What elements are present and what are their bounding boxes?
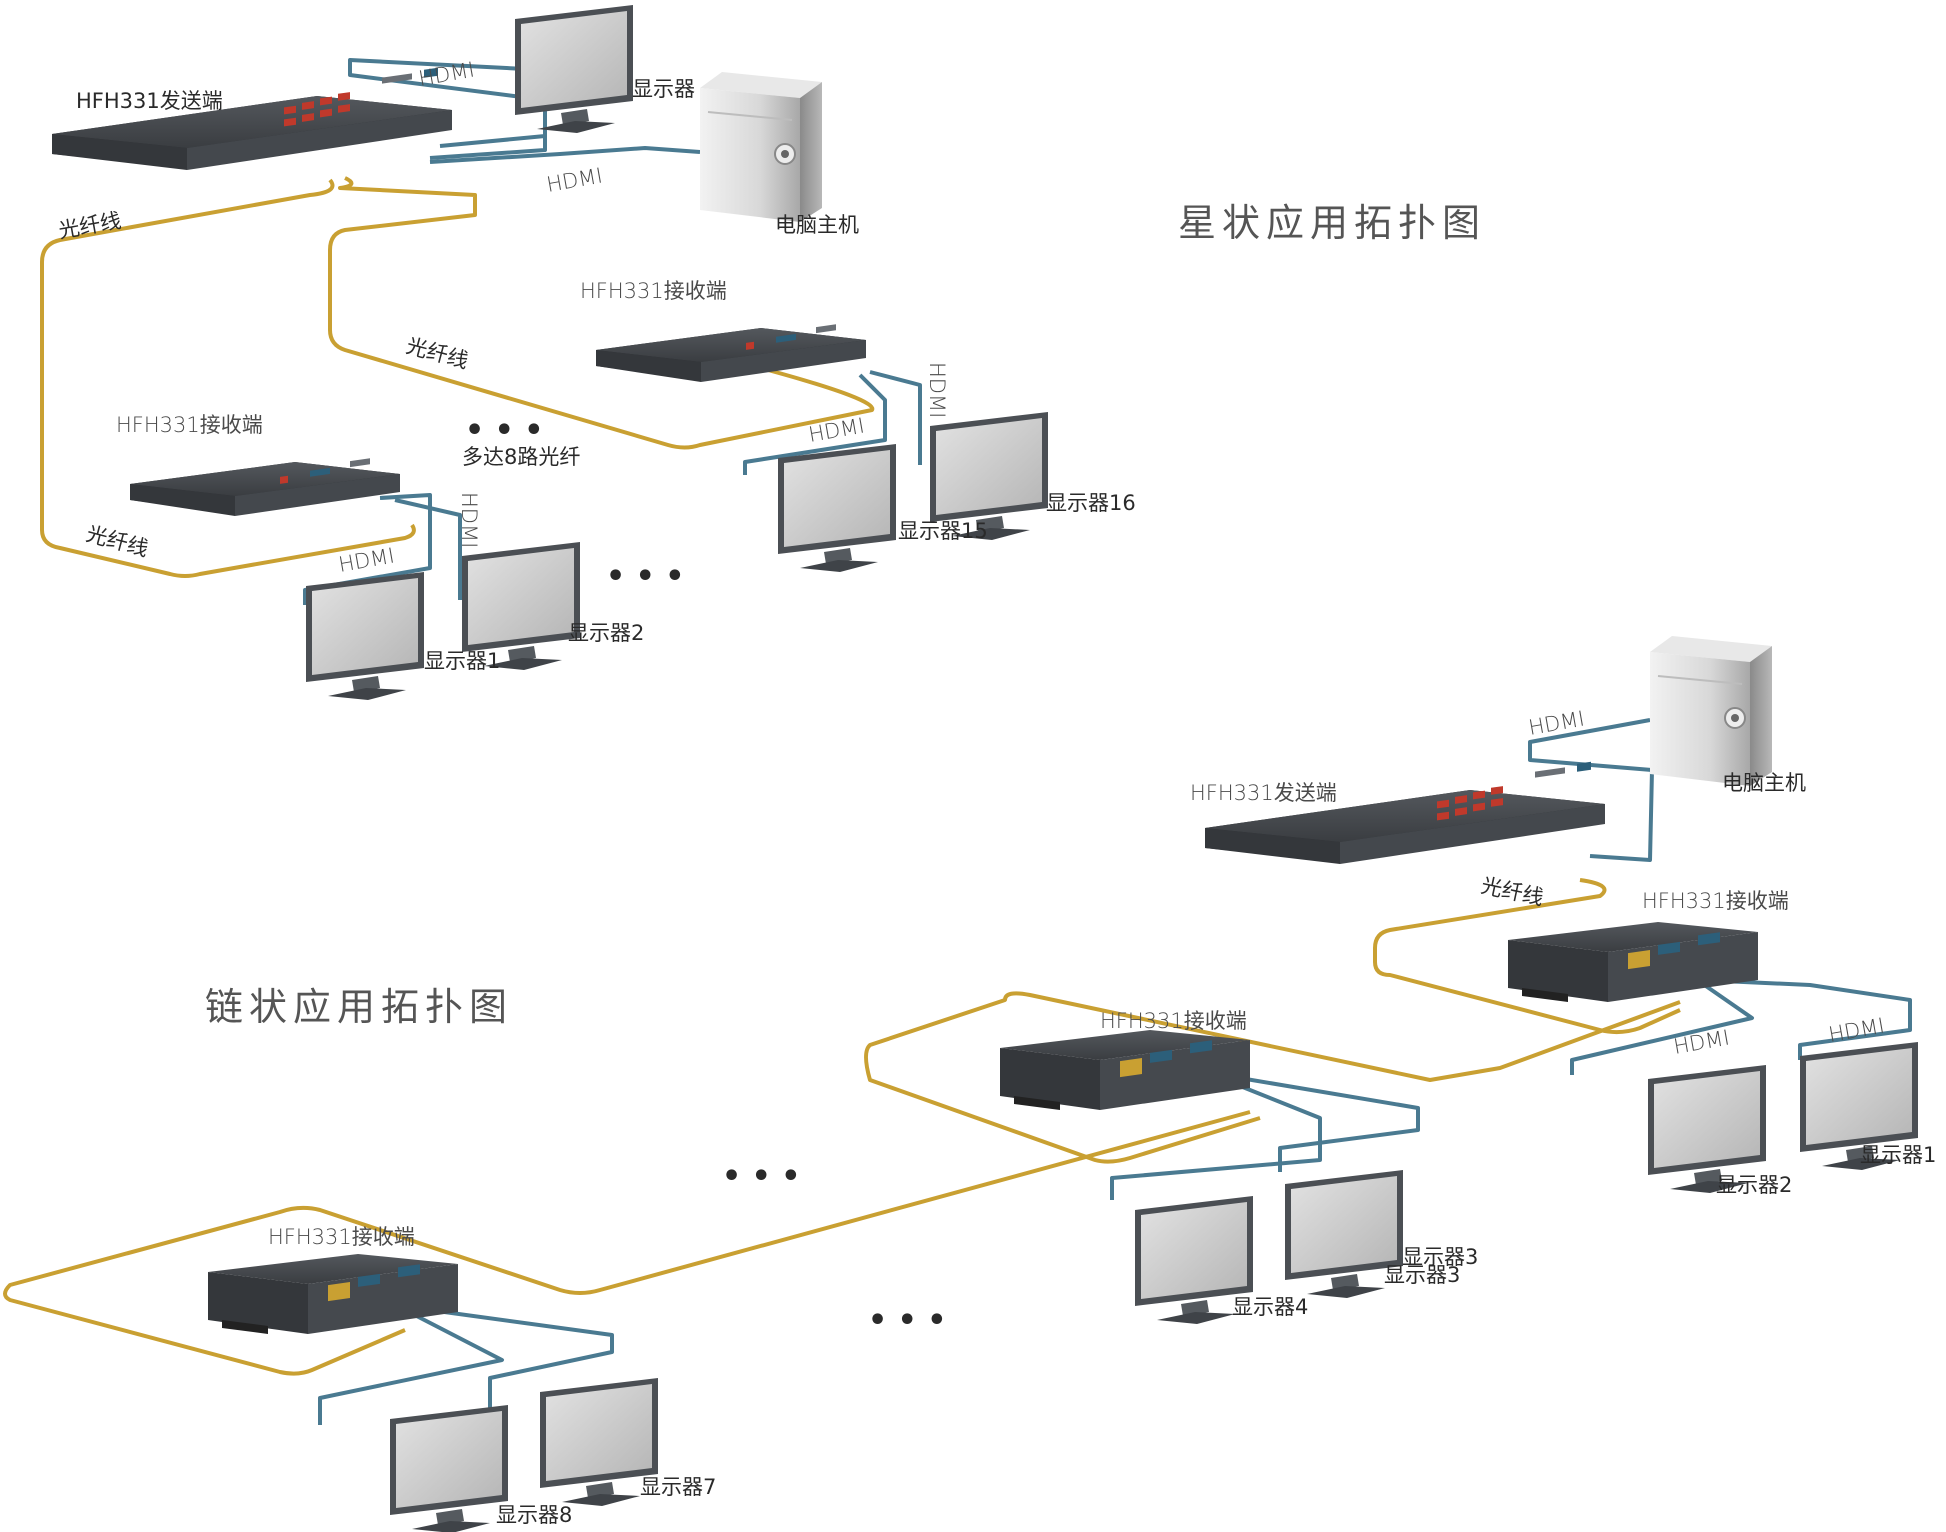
chain-fiber-rx1-rx2 <box>864 991 1681 1164</box>
star-monitor-15-label: 显示器15 <box>898 519 988 543</box>
chain-hdmi-rx3-m7 <box>414 1306 614 1410</box>
chain-monitor-3-label-b: 显示器3 <box>1384 1263 1460 1287</box>
chain-fiber-cables <box>3 878 1681 1376</box>
chain-computer-label: 电脑主机 <box>1722 771 1806 795</box>
chain-fiber-sender-rx1 <box>1373 878 1681 1035</box>
star-receiver-a-label: HFH331接收端 <box>116 413 263 437</box>
star-fiber-b <box>328 176 875 450</box>
star-topology: HFH331发送端 显示器 电脑主机 HDMI HDMI 星状应用拓扑图 光纤线… <box>40 5 1486 700</box>
star-dots-monitors: • • • <box>606 559 684 594</box>
star-fiber-label-1: 光纤线 <box>57 208 123 243</box>
chain-hdmi-rx1-m2 <box>1570 973 1754 1075</box>
star-upto-label: 多达8路光纤 <box>462 445 580 469</box>
star-hdmi-pc-sender <box>429 146 701 164</box>
chain-receiver-2-label: HFH331接收端 <box>1100 1009 1247 1033</box>
chain-dots-1: • • • <box>722 1159 800 1194</box>
chain-topology: HDMI 电脑主机 HFH331发送端 光纤线 HFH331接收端 链状应用拓扑… <box>3 635 1936 1532</box>
star-hdmi-rx-b-m16 <box>869 370 922 465</box>
star-receiver-a-device <box>130 458 400 516</box>
star-fiber-a <box>40 178 416 578</box>
star-hdmi-label-6: HDMI <box>925 362 949 418</box>
chain-monitor-8-label: 显示器8 <box>496 1503 572 1527</box>
star-fiber-label-2: 光纤线 <box>404 334 471 373</box>
star-sender-label: HFH331发送端 <box>76 89 223 113</box>
star-title: 星状应用拓扑图 <box>1178 201 1486 245</box>
chain-receiver-2-device <box>1000 1030 1250 1110</box>
star-hdmi-label-2: HDMI <box>545 164 605 197</box>
chain-monitor-2-label: 显示器2 <box>1716 1173 1792 1197</box>
star-computer-icon <box>699 71 823 223</box>
chain-fiber-rx2-rx3 <box>3 1110 1251 1376</box>
chain-hdmi-rx2-m4 <box>1110 1080 1322 1200</box>
chain-monitor-8-icon <box>390 1405 508 1532</box>
star-hdmi-cables <box>303 58 922 605</box>
chain-monitor-4-label: 显示器4 <box>1232 1295 1308 1319</box>
star-hdmi-rx-a-m2 <box>394 498 462 600</box>
star-hdmi-rx-b-m15 <box>743 373 887 475</box>
chain-computer-icon <box>1649 635 1773 787</box>
star-hdmi-pc-monitor <box>348 58 547 160</box>
star-receiver-b-label: HFH331接收端 <box>580 279 727 303</box>
chain-hdmi-rx3-m8 <box>318 1308 504 1425</box>
chain-receiver-3-device <box>208 1254 458 1334</box>
chain-hdmi-pc-sender <box>1528 718 1654 862</box>
star-monitor-2-label: 显示器2 <box>568 621 644 645</box>
chain-fiber-label: 光纤线 <box>1479 873 1546 910</box>
star-monitor-16-label: 显示器16 <box>1046 491 1136 515</box>
chain-monitor-7-label: 显示器7 <box>640 1475 716 1499</box>
chain-hdmi-label-2: HDMI <box>1672 1026 1732 1059</box>
star-receiver-b-device <box>596 324 866 382</box>
chain-dots-2: • • • <box>868 1303 946 1338</box>
star-hdmi-label-4: HDMI <box>457 492 481 548</box>
chain-hdmi-label-3: HDMI <box>1827 1014 1887 1047</box>
chain-sender-device <box>1205 761 1605 864</box>
chain-receiver-1-device <box>1508 922 1758 1002</box>
star-monitor-1-label: 显示器1 <box>424 649 500 673</box>
chain-hdmi-rx2-m3 <box>1239 1076 1420 1172</box>
chain-receiver-1-label: HFH331接收端 <box>1642 889 1789 913</box>
star-hdmi-label-5: HDMI <box>807 414 867 447</box>
star-sender-device <box>52 67 452 170</box>
star-monitor-top-icon <box>515 5 633 133</box>
chain-title: 链状应用拓扑图 <box>205 985 513 1029</box>
chain-sender-label: HFH331发送端 <box>1190 781 1337 805</box>
star-monitor-15-icon <box>778 444 896 572</box>
star-computer-label: 电脑主机 <box>775 213 859 237</box>
chain-monitor-1-label: 显示器1 <box>1860 1143 1936 1167</box>
star-monitor-top-label: 显示器 <box>632 77 695 101</box>
chain-hdmi-rx1-m1 <box>1699 978 1912 1060</box>
star-fiber-cables <box>40 176 875 578</box>
star-hdmi-rx-a-m1 <box>303 493 432 605</box>
chain-monitor-3-label-a: 显示器3 <box>1402 1245 1478 1269</box>
star-monitor-1-icon <box>306 572 424 700</box>
chain-receiver-3-label: HFH331接收端 <box>268 1225 415 1249</box>
star-dots-upto: • • • <box>465 413 543 448</box>
